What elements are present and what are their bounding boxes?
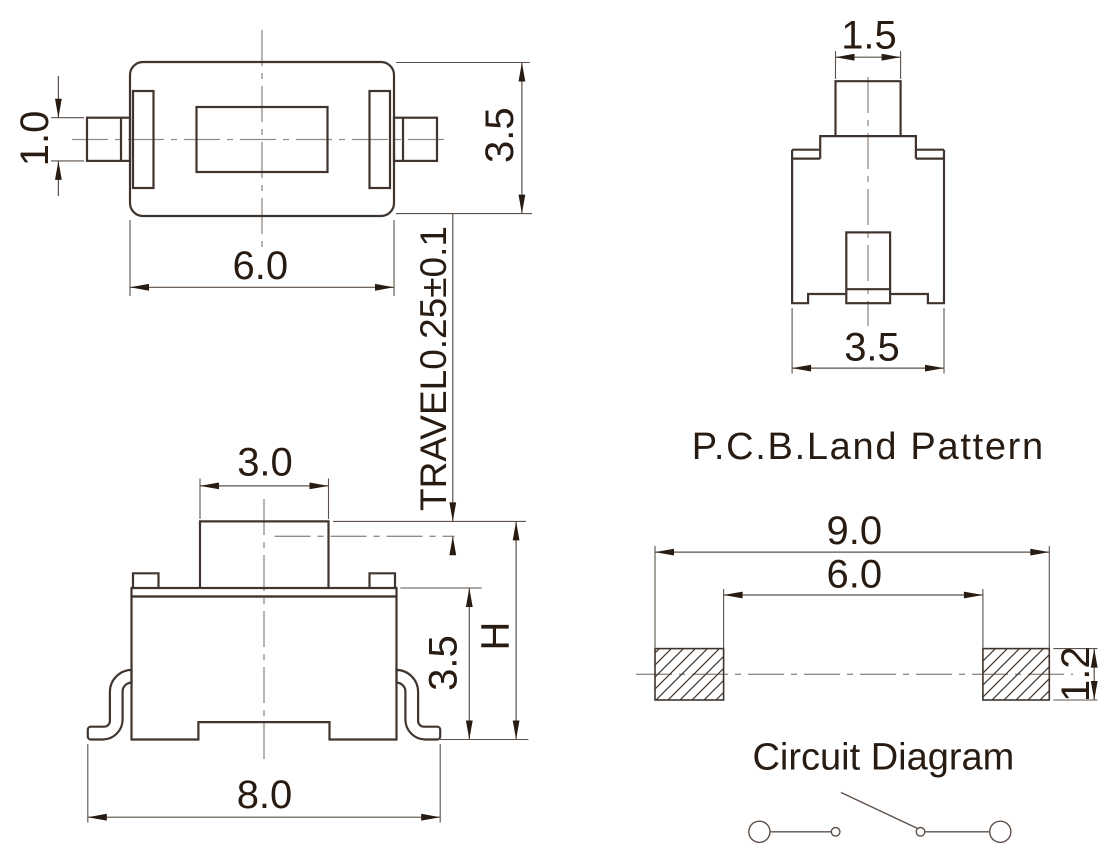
dim-label-top-view-body-height: 3.5 <box>478 107 522 163</box>
circuit-diagram: Circuit Diagram <box>748 736 1014 844</box>
circuit-diagram-title: Circuit Diagram <box>752 736 1014 778</box>
dim-front-view-button-width: 3.0 <box>199 441 330 519</box>
dim-top-view-body-height: 3.5 <box>396 61 532 215</box>
side-view-terminal <box>845 231 892 305</box>
circuit-terminal-left <box>748 820 771 844</box>
dim-front-view-travel: TRAVEL0.25±0.1 <box>274 213 526 556</box>
dim-label-land-pattern-outer-span: 9.0 <box>826 509 882 553</box>
top-view-left-contact-plate <box>131 89 155 190</box>
dim-front-view-overall-width: 8.0 <box>87 744 441 823</box>
dim-side-view-body-width: 3.5 <box>791 308 945 374</box>
side-view-body-right <box>890 149 946 305</box>
side-view-left-lip <box>792 148 821 160</box>
front-view-left-leg <box>86 668 133 741</box>
dim-label-front-view-total-height: H <box>474 622 518 651</box>
top-view-left-pin <box>85 116 132 162</box>
front-view-body <box>130 595 398 741</box>
circuit-contact-right <box>915 826 926 837</box>
dim-label-side-view-body-width: 3.5 <box>844 325 900 369</box>
side-view-button <box>834 80 902 137</box>
land-pattern-right-pad <box>982 647 1051 701</box>
dim-label-land-pattern-inner-span: 6.0 <box>826 553 882 597</box>
dim-side-view-button-width: 1.5 <box>834 13 902 79</box>
dim-label-side-view-button-width: 1.5 <box>841 13 897 57</box>
side-view-body-left <box>791 149 847 305</box>
top-view-right-pin <box>392 116 439 162</box>
front-view-button <box>198 520 330 588</box>
land-pattern-left-pad <box>654 647 725 701</box>
front-view-right-leg <box>395 668 442 741</box>
dim-label-front-view-travel: TRAVEL0.25±0.1 <box>413 226 454 511</box>
top-view: 1.0 6.0 3.5 <box>13 30 532 296</box>
top-view-right-contact-plate <box>368 89 392 190</box>
dim-land-pattern-outer-span: 9.0 <box>654 509 1050 649</box>
side-view-right-lip <box>915 148 944 160</box>
circuit-switch-arm <box>840 791 918 830</box>
front-view-left-tab <box>131 572 160 588</box>
dim-top-view-body-width: 6.0 <box>129 220 395 296</box>
dim-label-front-view-body-height: 3.5 <box>422 635 466 691</box>
dim-label-top-view-pin-width: 1.0 <box>13 111 57 167</box>
front-view-right-tab <box>368 572 397 588</box>
dim-label-land-pattern-pad-height: 1.2 <box>1054 646 1098 702</box>
dim-top-view-pin-width: 1.0 <box>13 76 84 196</box>
circuit-terminal-right <box>989 820 1012 844</box>
land-pattern-title: P.C.B.Land Pattern <box>692 426 1045 468</box>
land-pattern: P.C.B.Land Pattern 9.0 6.0 <box>636 426 1098 702</box>
dim-label-front-view-button-width: 3.0 <box>237 441 293 485</box>
dim-front-view-total-height: H <box>474 521 520 740</box>
top-view-actuator <box>195 105 329 174</box>
dim-land-pattern-inner-span: 6.0 <box>723 553 984 649</box>
dim-land-pattern-pad-height: 1.2 <box>1053 646 1098 702</box>
dim-label-top-view-body-width: 6.0 <box>232 244 288 288</box>
dim-label-front-view-overall-width: 8.0 <box>237 773 293 817</box>
side-view: 1.5 3.5 <box>791 13 946 374</box>
side-view-shoulder <box>819 135 917 159</box>
dim-front-view-body-height: 3.5 <box>400 587 529 741</box>
circuit-contact-left <box>830 826 841 837</box>
front-view: TRAVEL0.25±0.1 3.0 3.5 H <box>86 213 529 823</box>
